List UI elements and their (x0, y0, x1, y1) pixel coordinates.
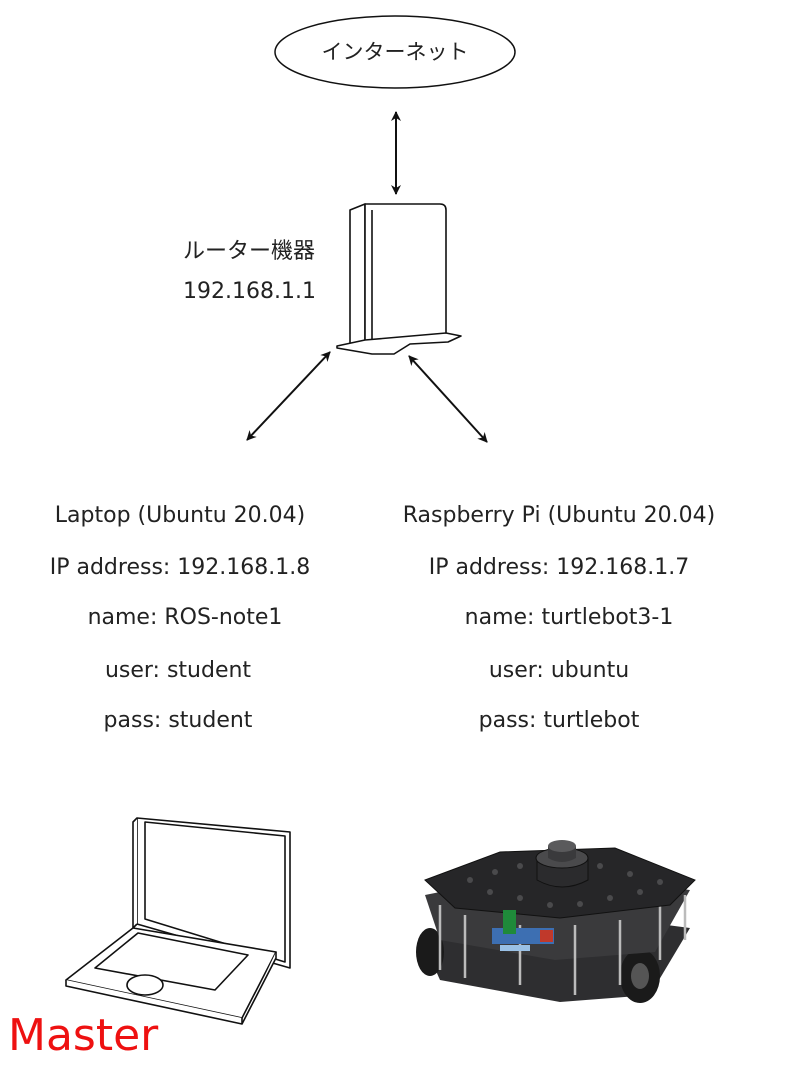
router-icon (336, 203, 462, 355)
laptop-hostname: name: ROS-note1 (87, 605, 283, 630)
router-name: ルーター機器 (183, 239, 316, 264)
raspberry-title: Raspberry Pi (Ubuntu 20.04) (402, 503, 716, 528)
laptop-icon (65, 817, 291, 1025)
turtlebot-robot-icon (416, 840, 696, 1003)
internet-cloud-shape (274, 15, 516, 89)
arrow-router-raspberry (408, 355, 488, 443)
internet-label: インターネット (321, 40, 469, 64)
raspberry-hostname: name: turtlebot3-1 (464, 605, 674, 630)
raspberry-pass: pass: turtlebot (478, 708, 640, 733)
laptop-ip: IP address: 192.168.1.8 (49, 555, 311, 580)
arrow-router-laptop (246, 351, 331, 441)
laptop-title: Laptop (Ubuntu 20.04) (54, 503, 306, 528)
laptop-user: user: student (104, 658, 252, 683)
router-ip: 192.168.1.1 (183, 279, 316, 304)
raspberry-ip: IP address: 192.168.1.7 (428, 555, 690, 580)
laptop-pass: pass: student (103, 708, 253, 733)
master-label: Master (8, 1010, 159, 1061)
raspberry-user: user: ubuntu (488, 658, 630, 683)
